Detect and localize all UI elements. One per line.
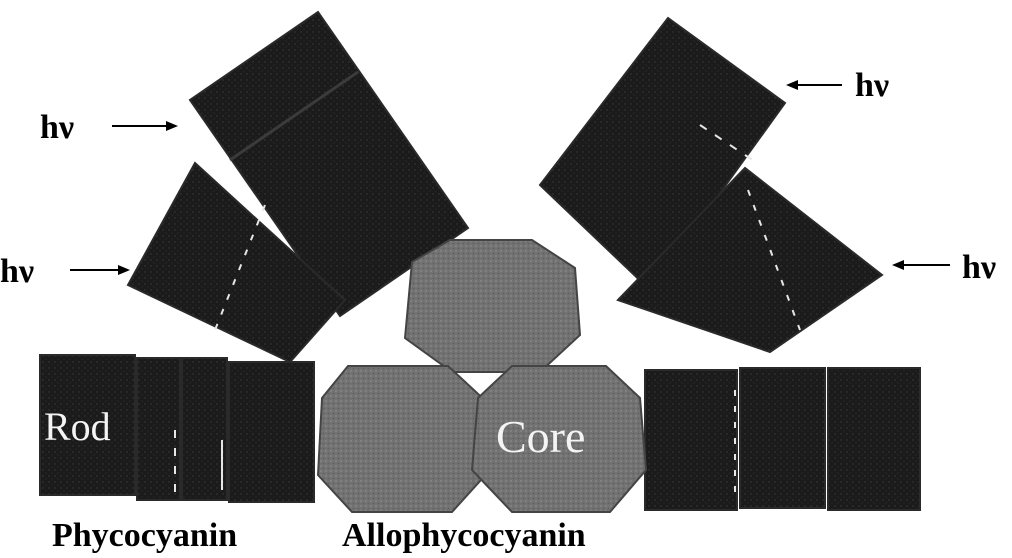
photon-arrow-top-left: hν xyxy=(40,109,178,146)
photon-arrow-mid-right: hν xyxy=(892,249,996,286)
core-label: Core xyxy=(496,411,585,462)
allophycocyanin-label: Allophycocyanin xyxy=(342,517,586,554)
core-disc-left xyxy=(318,366,490,512)
photon-label-mid-right: hν xyxy=(962,249,996,286)
photon-arrow-top-right: hν xyxy=(786,67,889,104)
rod-label: Rod xyxy=(44,404,111,449)
photon-label-top-right: hν xyxy=(855,67,889,104)
photon-label-mid-left: hν xyxy=(0,253,34,290)
rod-stack-right xyxy=(645,368,920,510)
core-disc-top xyxy=(405,240,580,372)
photon-label-top-left: hν xyxy=(40,109,74,146)
phycocyanin-label: Phycocyanin xyxy=(52,517,237,554)
photon-arrow-mid-left: hν xyxy=(0,253,130,290)
